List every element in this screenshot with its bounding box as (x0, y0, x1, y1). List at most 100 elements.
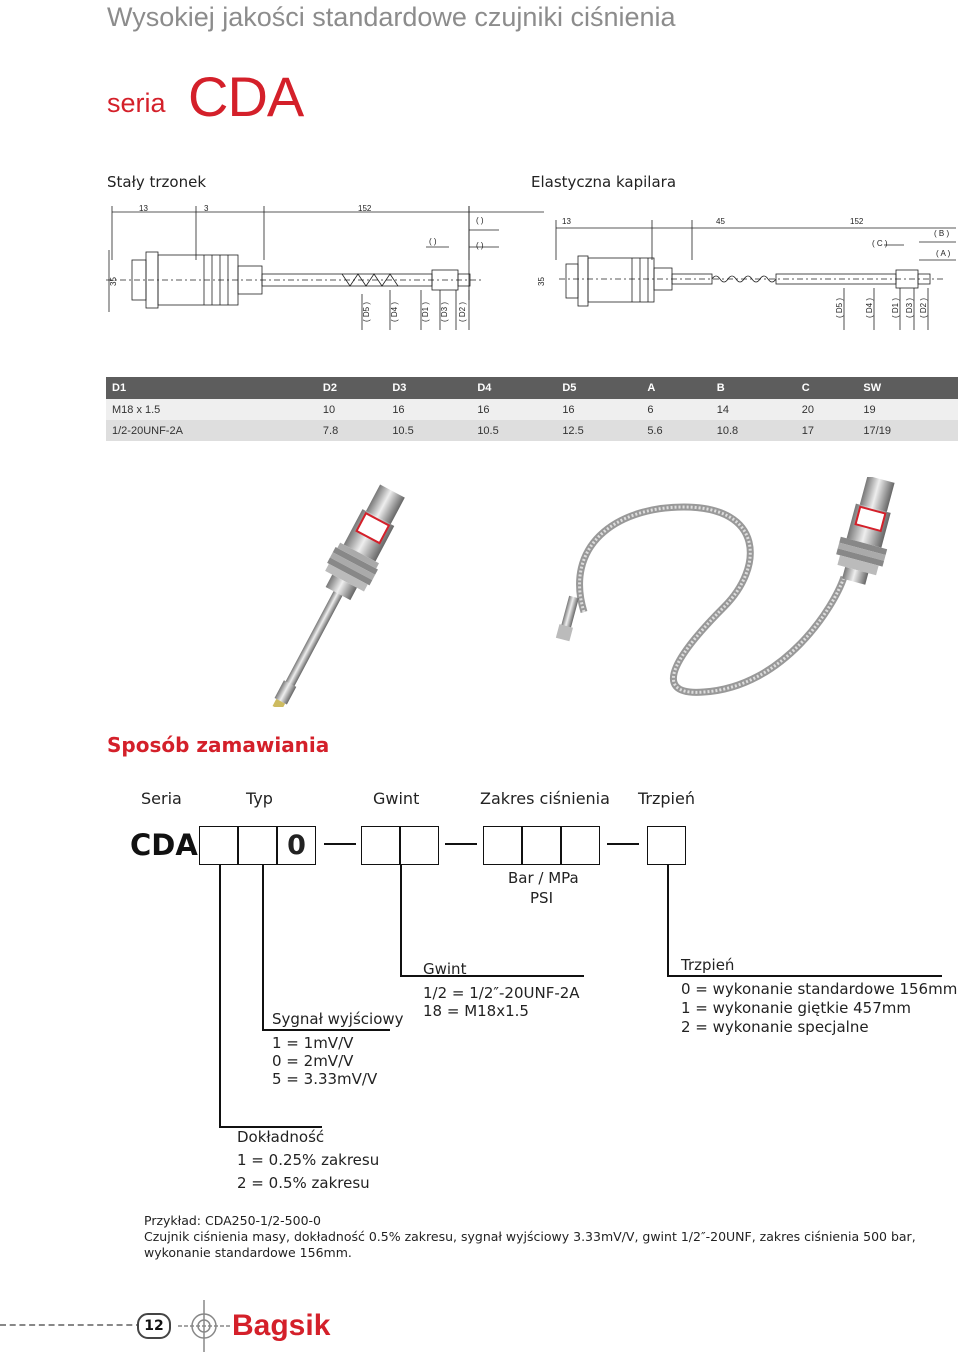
table-cell: 16 (556, 399, 642, 420)
fixed-stem-drawing (106, 206, 544, 330)
page-title: Wysokiej jakości standardowe czujniki ci… (107, 2, 676, 32)
svg-text:152: 152 (850, 217, 864, 226)
connector-line (262, 1029, 390, 1031)
svg-text:( C ): ( C ) (872, 239, 888, 248)
ordering-column-thread: Gwint (373, 789, 420, 808)
product-photo (272, 477, 895, 707)
svg-text:( D2 ): ( D2 ) (458, 302, 467, 322)
code-box-accuracy (199, 826, 238, 865)
svg-text:13: 13 (139, 204, 148, 213)
table-cell: 16 (386, 399, 472, 420)
code-box-thread-2 (400, 826, 439, 865)
table-header: C (795, 377, 858, 399)
table-row: M18 x 1.5 10 16 16 16 6 14 20 19 (106, 399, 958, 420)
table-header: D4 (471, 377, 557, 399)
svg-text:( D2 ): ( D2 ) (919, 298, 928, 318)
table-cell: M18 x 1.5 (106, 399, 317, 420)
connector-line (219, 865, 221, 1127)
svg-text:( D3 ): ( D3 ) (440, 302, 449, 322)
code-box-fixed-digit: 0 (277, 826, 316, 865)
table-cell: 17 (795, 420, 858, 441)
page-number: 12 (137, 1313, 171, 1339)
thread-option: 1/2 = 1/2″-20UNF-2A (423, 984, 580, 1002)
example-description-cont: wykonanie standardowe 156mm. (144, 1245, 352, 1260)
series-name: CDA (188, 65, 304, 128)
accuracy-title: Dokładność (237, 1128, 325, 1146)
thread-title: Gwint (423, 960, 467, 978)
table-header: D1 (106, 377, 317, 399)
code-box-range-1 (483, 826, 522, 865)
table-cell: 5.6 (641, 420, 711, 441)
table-cell: 12.5 (556, 420, 642, 441)
svg-text:( D1 ): ( D1 ) (891, 298, 900, 318)
flexible-capillary-label: Elastyczna kapilara (531, 173, 677, 191)
svg-text:( D1 ): ( D1 ) (421, 302, 430, 322)
stem-option: 2 = wykonanie specjalne (681, 1018, 869, 1036)
svg-text:3: 3 (204, 204, 209, 213)
connector-line (400, 975, 584, 977)
example-code: Przykład: CDA250-1/2-500-0 (144, 1213, 321, 1228)
table-header: D3 (386, 377, 472, 399)
table-cell: 16 (471, 399, 557, 420)
svg-text:( D4 ): ( D4 ) (865, 298, 874, 318)
svg-text:( ): ( ) (429, 237, 437, 246)
thread-option: 18 = M18x1.5 (423, 1002, 529, 1020)
svg-text:35: 35 (109, 277, 118, 286)
dimension-table: D1 D2 D3 D4 D5 A B C SW M18 x 1.5 10 16 … (106, 377, 958, 441)
ordering-column-series: Seria (141, 789, 182, 808)
example-description: Czujnik ciśnienia masy, dokładność 0.5% … (144, 1229, 916, 1244)
svg-text:( D5 ): ( D5 ) (835, 298, 844, 318)
svg-text:35: 35 (537, 277, 546, 286)
connector-line (667, 975, 942, 977)
table-cell: 1/2-20UNF-2A (106, 420, 317, 441)
fixed-stem-sensor-image (272, 484, 405, 707)
table-cell: 10.5 (471, 420, 557, 441)
svg-text:( B ): ( B ) (934, 229, 949, 238)
table-header: D5 (556, 377, 642, 399)
flexible-capillary-drawing (555, 220, 956, 330)
code-separator (607, 843, 639, 845)
connector-line (400, 865, 402, 975)
code-box-stem (647, 826, 686, 865)
code-box-thread-1 (361, 826, 400, 865)
table-row: 1/2-20UNF-2A 7.8 10.5 10.5 12.5 5.6 10.8… (106, 420, 958, 441)
table-cell: 19 (857, 399, 958, 420)
ordering-column-stem: Trzpień (638, 789, 695, 808)
svg-text:( D3 ): ( D3 ) (905, 298, 914, 318)
table-cell: 10.8 (710, 420, 796, 441)
ordering-column-range: Zakres ciśnienia (480, 789, 610, 808)
svg-text:13: 13 (562, 217, 571, 226)
svg-text:( ): ( ) (476, 216, 484, 225)
crosshair-logo-icon (178, 1300, 230, 1352)
table-cell: 14 (710, 399, 796, 420)
flexible-capillary-dimension-labels: 13 45 152 ( B ) ( A ) ( C ) 35 ( D5 ) ( … (537, 217, 951, 318)
technical-drawings: 13 3 152 ( ) ( ) ( ) 35 ( D5 ) ( D4 ) ( … (106, 204, 956, 330)
svg-text:( D4 ): ( D4 ) (390, 302, 399, 322)
connector-line (219, 1126, 322, 1128)
accuracy-option: 2 = 0.5% zakresu (237, 1174, 370, 1192)
output-signal-option: 1 = 1mV/V (272, 1034, 354, 1052)
svg-text:( ): ( ) (476, 241, 484, 250)
svg-text:( A ): ( A ) (936, 249, 951, 258)
flexible-capillary-sensor-image (555, 477, 895, 696)
svg-text:( D5 ): ( D5 ) (362, 302, 371, 322)
range-unit-bar: Bar / MPa (508, 869, 579, 887)
table-cell: 10 (316, 399, 387, 420)
accuracy-option: 1 = 0.25% zakresu (237, 1151, 380, 1169)
code-box-range-2 (522, 826, 561, 865)
connector-line (262, 865, 264, 1030)
output-signal-option: 5 = 3.33mV/V (272, 1070, 378, 1088)
table-cell: 7.8 (316, 420, 387, 441)
svg-text:45: 45 (716, 217, 725, 226)
ordering-column-type: Typ (246, 789, 273, 808)
fixed-stem-label: Stały trzonek (107, 173, 207, 191)
table-cell: 10.5 (386, 420, 472, 441)
table-header: SW (857, 377, 958, 399)
table-header: D2 (316, 377, 387, 399)
table-cell: 6 (641, 399, 711, 420)
svg-text:152: 152 (358, 204, 372, 213)
stem-title: Trzpień (681, 956, 735, 974)
brand-logo: Bagsik (232, 1309, 331, 1342)
output-signal-option: 0 = 2mV/V (272, 1052, 354, 1070)
connector-line (667, 865, 669, 975)
